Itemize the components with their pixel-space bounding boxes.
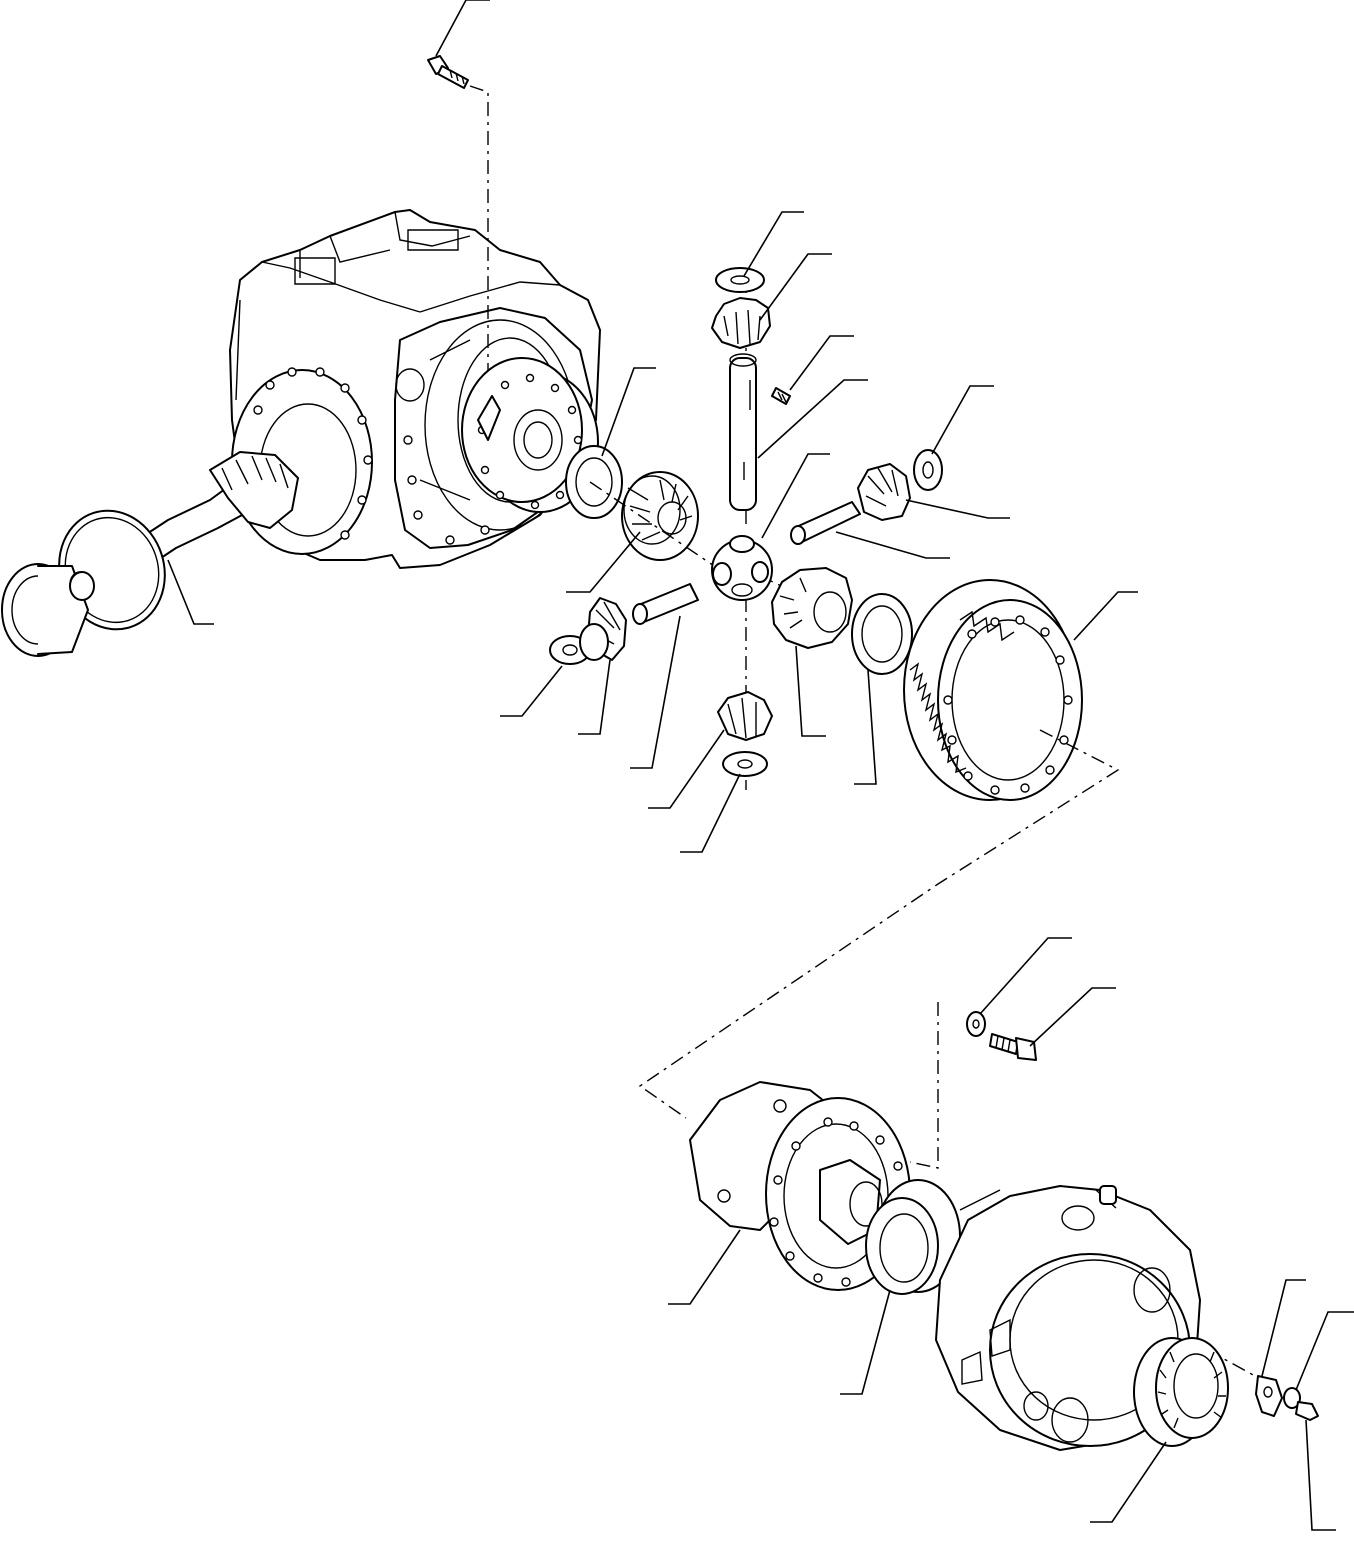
leader-c23	[668, 1230, 740, 1304]
pinion-bearing	[2, 564, 90, 656]
leader-c24	[840, 1290, 890, 1394]
leader-c13	[1074, 592, 1138, 640]
leader-c11	[566, 532, 640, 592]
leader-c7	[932, 386, 994, 454]
leader-c21	[980, 938, 1072, 1014]
cross-pin-left	[633, 584, 698, 624]
side-gear-right	[772, 568, 852, 648]
leader-c20	[680, 774, 740, 852]
pinion-nut	[70, 572, 94, 600]
hex-bolt	[990, 1034, 1036, 1060]
leader-c8	[906, 500, 1010, 518]
flange-bolt-holes	[254, 368, 489, 544]
washer-small	[1284, 1388, 1300, 1408]
thrust-washer-left-2	[580, 624, 608, 660]
lock-washer	[967, 1012, 985, 1036]
thrust-washer-left	[566, 446, 622, 518]
leader-c19	[854, 670, 876, 784]
pinion-gear-top	[712, 298, 770, 348]
leader-c10	[602, 368, 656, 456]
spider-cross	[712, 536, 772, 600]
leader-c15	[578, 660, 610, 734]
side-gear-left	[622, 472, 698, 560]
cross-pin-right	[791, 502, 860, 544]
leader-c25	[1262, 1280, 1354, 1390]
thrust-washer-bottom	[723, 752, 767, 776]
roll-pin	[772, 388, 790, 404]
thrust-washer-right	[914, 450, 942, 490]
brake-disc-pack	[1134, 1338, 1228, 1446]
thrust-washer-right-large	[852, 594, 912, 674]
leader-c2	[744, 212, 804, 276]
pinion-gear-right	[858, 464, 910, 520]
leader-c4	[790, 336, 854, 390]
roller-bearing	[866, 1180, 960, 1294]
retaining-plate	[1256, 1376, 1282, 1416]
leader-c22	[1030, 988, 1116, 1046]
cap-screw-top	[428, 56, 468, 88]
pinion-gear-bottom	[718, 692, 772, 740]
axis-line-diagonal	[640, 730, 1118, 1118]
leader-c16	[630, 616, 680, 768]
axis-line-screw	[470, 86, 488, 450]
crown-wheel	[904, 580, 1082, 800]
leader-c17	[796, 646, 826, 736]
leader-c9	[836, 532, 950, 558]
leader-c5	[758, 380, 868, 458]
cross-pin-vertical	[730, 354, 756, 510]
leader-c3	[760, 254, 832, 320]
hex-screw-small	[1296, 1402, 1318, 1420]
leader-c12	[168, 560, 214, 624]
leader-c14	[500, 666, 562, 716]
thrust-washer-top	[716, 268, 764, 292]
leader-c6	[762, 454, 830, 538]
callout-leaders	[168, 0, 1354, 1530]
leader-c1	[436, 0, 490, 56]
leader-c26	[1090, 1420, 1336, 1530]
leader-c18	[648, 730, 724, 808]
